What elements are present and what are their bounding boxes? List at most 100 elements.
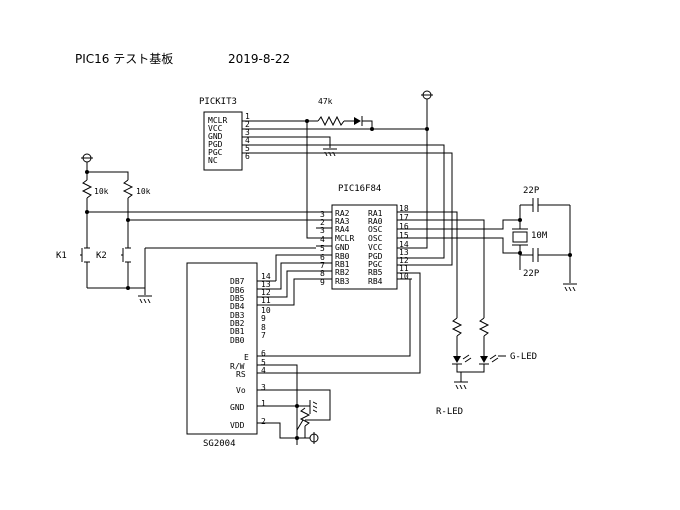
pickit3-pin-label: NC: [208, 156, 218, 165]
junction-dot: [518, 218, 522, 222]
junction-dot: [85, 170, 89, 174]
vcc-symbol-top: [421, 90, 433, 100]
lcd-pin-number: 14: [261, 272, 271, 281]
lcd-pin-number: 6: [261, 349, 266, 358]
mcu-pin-number: 3: [320, 210, 325, 219]
junction-dot: [295, 404, 299, 408]
mcu-left-wires: [316, 211, 332, 280]
pickit3-pin-number: 3: [245, 128, 250, 137]
lcd-pin-label: RS: [236, 370, 246, 379]
lcd-pin-label: R/W: [230, 362, 245, 371]
mcu-pin-label: RA2: [335, 209, 350, 218]
red-led: [452, 354, 472, 365]
lcd-pin-number: 2: [261, 417, 266, 426]
ground-symbol: [138, 295, 152, 304]
mcu-pin-label: RB0: [335, 252, 350, 261]
page-title: PIC16 テスト基板: [75, 52, 173, 66]
pickit3-connector: PICKIT3 MCLR VCC GND PGD PGC NC 1 2 3 4 …: [199, 97, 250, 171]
mcu-pin-number: 11: [399, 264, 409, 273]
mcu-pin-label: MCLR: [335, 234, 354, 243]
red-led-label: R-LED: [436, 407, 463, 417]
mcu-pin-label: OSC: [368, 234, 383, 243]
lcd-pin-label: VDD: [230, 421, 245, 430]
contrast-pot: [296, 407, 311, 438]
lcd-pin-label: GND: [230, 403, 245, 412]
mcu-pin-number: 15: [399, 231, 409, 240]
mcu-pin-number: 7: [320, 261, 325, 270]
mcu-pin-label: RB3: [335, 277, 350, 286]
switch-resistor-2: 10k: [122, 179, 151, 199]
mcu-pin-label: PGC: [368, 260, 383, 269]
lcd-e-wire: [257, 278, 411, 357]
junction-dot: [518, 251, 522, 255]
mcu-pin-label: RA1: [368, 209, 383, 218]
mcu-pin-label: RA4: [335, 225, 350, 234]
ground-symbol: [309, 400, 318, 414]
mcu-pin-number: 10: [399, 272, 409, 281]
mcu-pin-label: OSC: [368, 225, 383, 234]
mcu-pin-number: 17: [399, 213, 409, 222]
mcu-pin-number: 6: [320, 253, 325, 262]
capacitor-top-label: 22P: [523, 186, 540, 196]
vcc-symbol-left: [81, 153, 93, 163]
mcu-pin-number: 13: [399, 248, 409, 257]
mcu-pin-label: RA0: [368, 217, 383, 226]
lcd-rs-wire: [257, 272, 421, 374]
mcu-pin-number: 18: [399, 204, 409, 213]
ground-symbol: [454, 381, 468, 390]
mcu-pin-number: 14: [399, 240, 409, 249]
mcu-pin-label: GND: [335, 243, 350, 252]
lcd-pin-label: Vo: [236, 386, 246, 395]
mcu-pin-label: RB2: [335, 268, 350, 277]
pullup-resistor: 47k: [317, 97, 345, 127]
mcu-pin-number: 2: [320, 218, 325, 227]
pickit3-wires: [242, 120, 453, 266]
mcu-pin-label: RA3: [335, 217, 350, 226]
switch-k2-label: K2: [96, 251, 107, 261]
ra1-led-wire: [412, 211, 458, 318]
lcd-pin-number: 12: [261, 288, 271, 297]
mcu-pin-number: 9: [320, 278, 325, 287]
ground-symbol: [563, 283, 577, 292]
k1-wire: [86, 198, 316, 213]
lcd-pin-number: 13: [261, 280, 271, 289]
pickit3-pin-number: 4: [245, 136, 250, 145]
pickit3-pin-number: 1: [245, 112, 250, 121]
junction-dot: [126, 286, 130, 290]
mcu-label: PIC16F84: [338, 184, 381, 194]
lcd-pin-label: DB3: [230, 311, 245, 320]
lcd-pin-label: DB7: [230, 277, 245, 286]
mcu-pin-number: 16: [399, 222, 409, 231]
green-led-label: G-LED: [510, 352, 537, 362]
junction-dot: [568, 253, 572, 257]
pickit3-pin-label: MCLR: [208, 116, 227, 125]
lcd-vdd-wire: [257, 422, 305, 439]
capacitor-bottom-label: 22P: [523, 269, 540, 279]
junction-dot: [305, 119, 309, 123]
mcu-pin-label: RB5: [368, 268, 383, 277]
led-resistor-green: [478, 317, 490, 356]
mcu-body: [331, 204, 398, 290]
led-resistor-red: [451, 317, 463, 356]
lcd-pin-label: DB0: [230, 336, 245, 345]
k2-wire: [127, 198, 316, 221]
mcu-pin-label: RB4: [368, 277, 383, 286]
led-ground-wire: [456, 364, 485, 373]
lcd-pin-number: 10: [261, 306, 271, 315]
lcd-pin-number: 7: [261, 331, 266, 340]
pickit3-pin-label: PGD: [208, 140, 223, 149]
switch-k2: K2: [96, 244, 131, 288]
lcd-pin-label: DB1: [230, 327, 245, 336]
green-led: [479, 354, 499, 365]
pic16f84-chip: PIC16F84 RA2 RA3 RA4 MCLR GND RB0 RB1 RB…: [320, 184, 409, 290]
lcd-pin-number: 11: [261, 296, 271, 305]
pickit3-pin-number: 5: [245, 144, 250, 153]
lcd-label: SG2004: [203, 439, 236, 449]
lcd-pin-number: 1: [261, 399, 266, 408]
lcd-rw-wire: [257, 364, 298, 445]
pickit3-pin-label: PGC: [208, 148, 223, 157]
capacitor-top: 22P: [520, 186, 570, 212]
capacitor-bottom: 22P: [520, 248, 570, 279]
mcu-pin-label: PGD: [368, 252, 383, 261]
